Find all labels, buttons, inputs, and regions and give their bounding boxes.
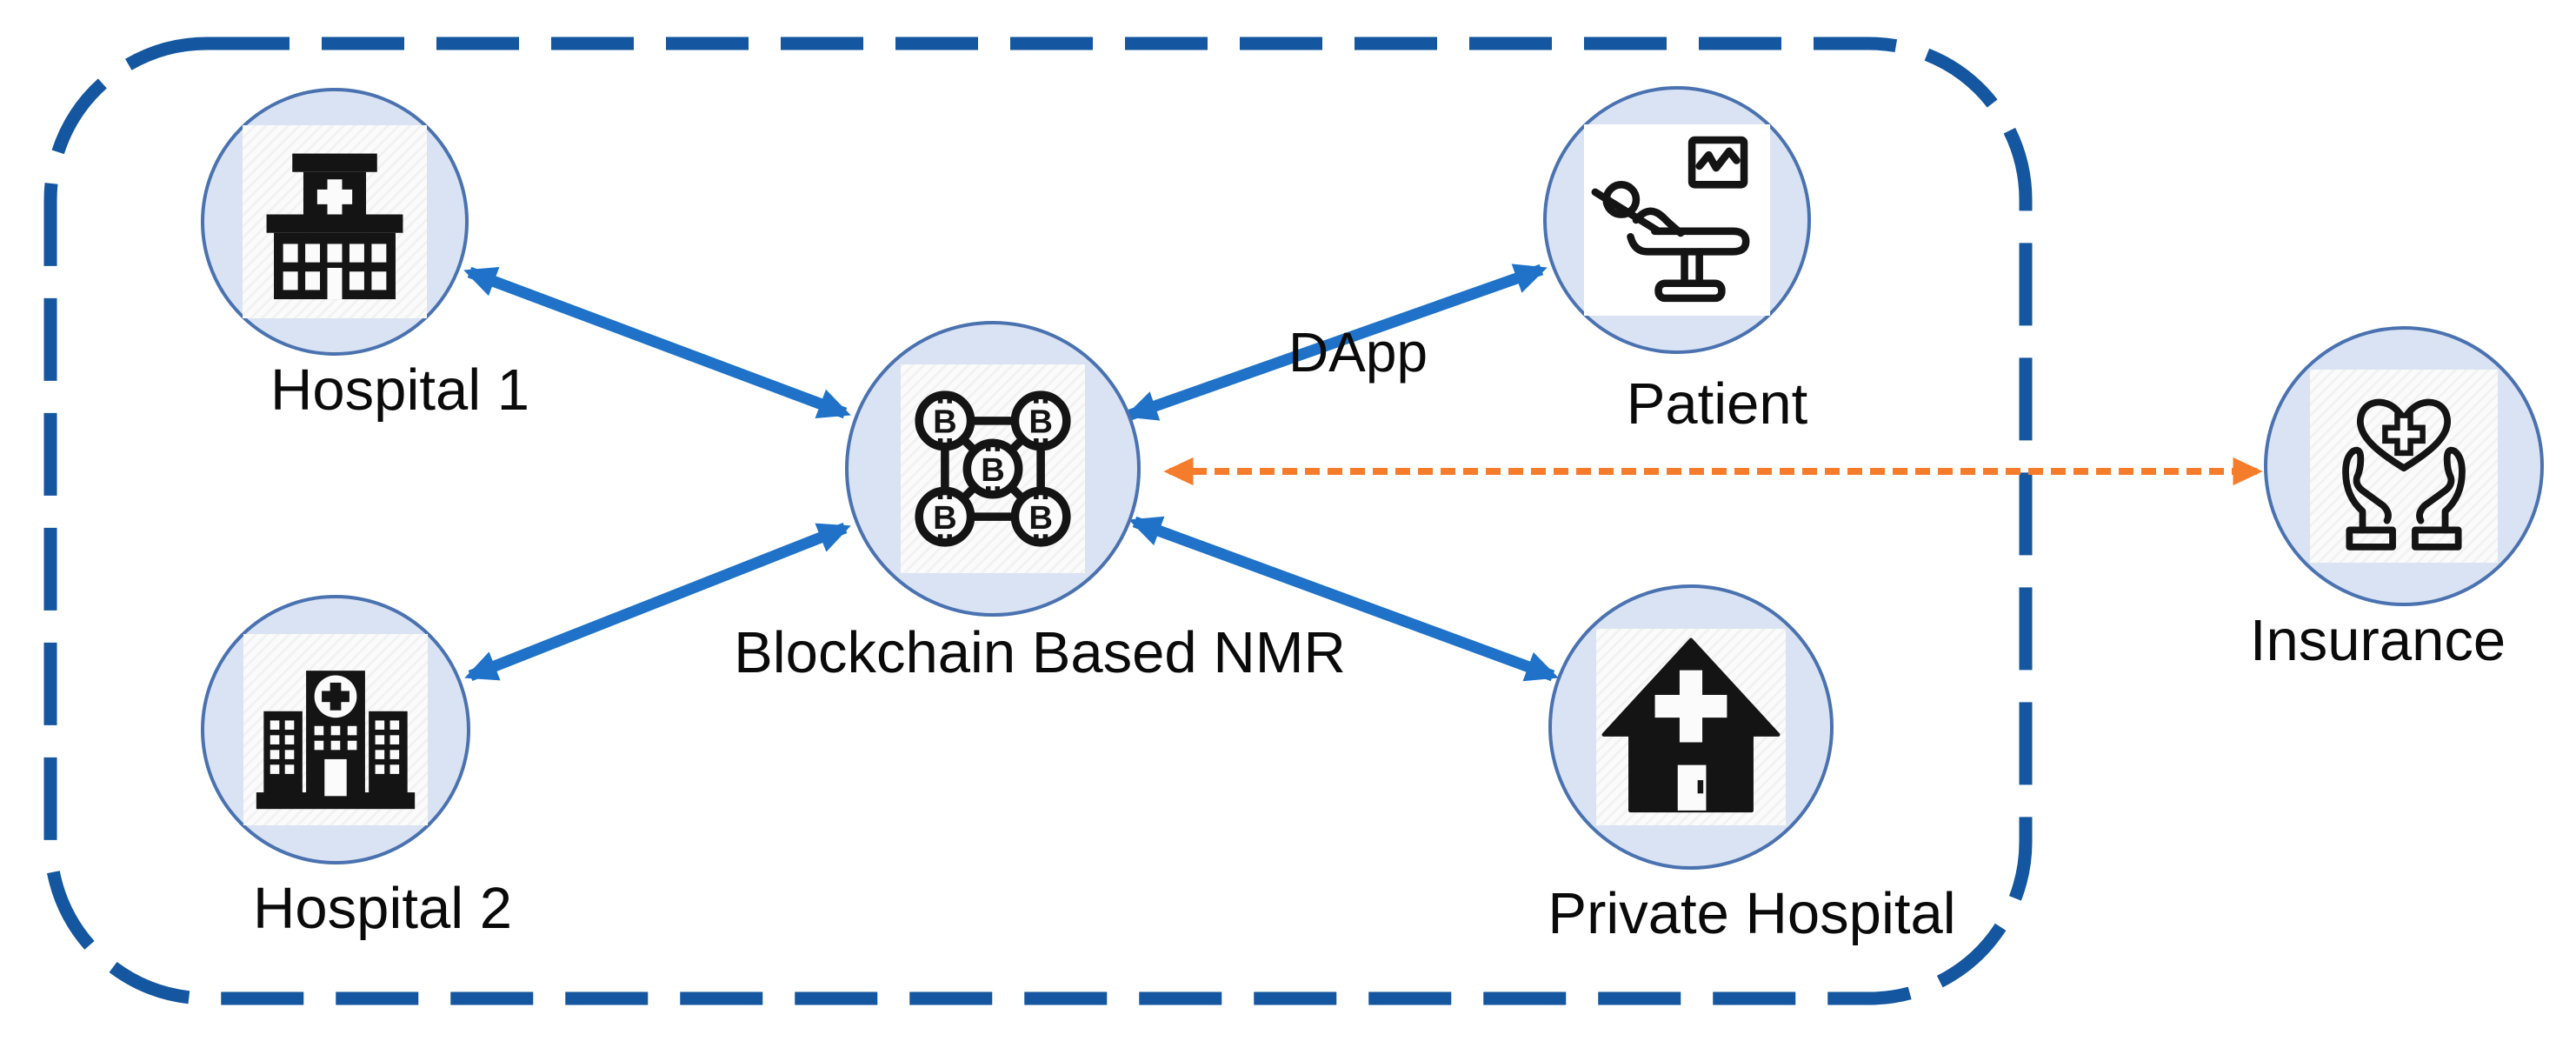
insurance-label: Insurance	[2249, 608, 2506, 673]
patient-label: Patient	[1626, 371, 1808, 437]
edge-hospital2-blockchain	[464, 522, 851, 682]
blockchain-network-icon: B	[901, 364, 1085, 573]
node-hospital1	[201, 88, 469, 356]
edge-hospital1-blockchain	[463, 266, 851, 419]
node-insurance	[2264, 326, 2544, 606]
private-hospital-label: Private Hospital	[1548, 881, 1956, 946]
blockchain-label: Blockchain Based NMR	[734, 620, 1346, 685]
patient-bed-icon	[1591, 136, 1750, 303]
node-hospital2	[201, 595, 470, 864]
dapp-edge-label: DApp	[1288, 321, 1428, 384]
edge-blockchain-private-hospital	[1128, 516, 1559, 682]
node-private-hospital	[1548, 584, 1834, 870]
hospital-building-icon	[266, 153, 403, 300]
medical-house-icon	[1601, 637, 1781, 813]
hospital1-label: Hospital 1	[270, 357, 529, 423]
hands-heart-icon	[2342, 398, 2466, 551]
hospital-complex-icon	[256, 671, 416, 810]
edge-blockchain-patient	[1124, 264, 1548, 421]
hospital2-label: Hospital 2	[253, 876, 512, 941]
system-boundary-dashed-border	[43, 37, 2033, 1005]
node-blockchain: B	[845, 321, 1141, 617]
node-patient	[1543, 86, 1811, 354]
